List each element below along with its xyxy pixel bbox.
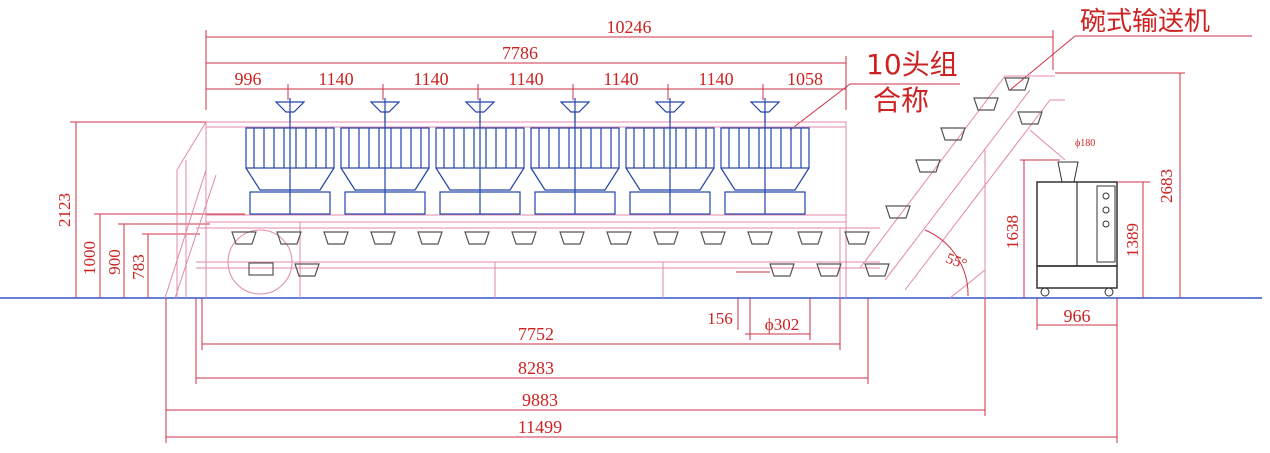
bottom-dimensions: 7752 8283 9883 11499 — [165, 298, 1118, 443]
dim-966: 966 — [1064, 306, 1091, 326]
dim-156: 156 — [707, 309, 733, 328]
weigher-unit — [245, 98, 335, 215]
weigher-unit — [720, 98, 810, 215]
dim-2123: 2123 — [55, 193, 74, 227]
weigher-unit — [435, 98, 525, 215]
angle-label: 55° — [944, 251, 969, 273]
weigher-units — [245, 98, 810, 215]
weigher-label-line2: 合称 — [873, 84, 929, 117]
width-dimension-966: 966 — [1036, 298, 1118, 330]
top-dimension-10246: 10246 — [205, 17, 1054, 110]
dim-8283: 8283 — [518, 358, 554, 378]
dim-1638: 1638 — [1003, 215, 1022, 249]
small-diameter-label: ϕ180 — [1075, 138, 1095, 149]
left-height-dimensions: 2123 1000 900 783 — [55, 121, 245, 298]
dim-9883: 9883 — [522, 390, 558, 410]
conveyor-label: 碗式输送机 — [1080, 7, 1210, 37]
dim-1389: 1389 — [1123, 223, 1142, 257]
dim-2683: 2683 — [1157, 169, 1176, 203]
dim-seg-2: 1140 — [318, 69, 353, 89]
dim-900: 900 — [105, 249, 124, 275]
dim-11499: 11499 — [518, 417, 562, 437]
dim-10246: 10246 — [607, 17, 652, 37]
bucket-conveyor: 55° — [231, 75, 1065, 299]
segment-dimensions: 996 1140 1140 1140 1140 1140 1058 — [206, 69, 846, 100]
weigher-unit — [530, 98, 620, 215]
dim-783: 783 — [129, 254, 148, 280]
dim-seg-3: 1140 — [413, 69, 448, 89]
dim-seg-7: 1058 — [787, 69, 823, 89]
packing-machine: ϕ180 — [1029, 129, 1118, 297]
weigher-callout: 10头组 合称 — [789, 48, 960, 131]
weigher-label-line1: 10头组 — [866, 48, 958, 81]
bucket-detail-dimensions: 156 ϕ302 — [707, 271, 811, 340]
dim-seg-1: 996 — [235, 69, 262, 89]
dim-seg-5: 1140 — [603, 69, 638, 89]
conveyor-callout: 碗式输送机 — [1009, 7, 1252, 91]
dim-seg-6: 1140 — [698, 69, 733, 89]
dim-7752: 7752 — [518, 324, 554, 344]
weigher-unit — [625, 98, 715, 215]
dim-7786: 7786 — [502, 43, 538, 63]
right-height-dimensions: 2683 1638 1389 — [1003, 72, 1185, 298]
dim-seg-4: 1140 — [508, 69, 543, 89]
dim-phi302: ϕ302 — [765, 315, 799, 334]
dim-1000: 1000 — [80, 241, 99, 275]
top-dimension-7786: 7786 — [206, 43, 847, 110]
weigher-unit — [340, 98, 430, 215]
